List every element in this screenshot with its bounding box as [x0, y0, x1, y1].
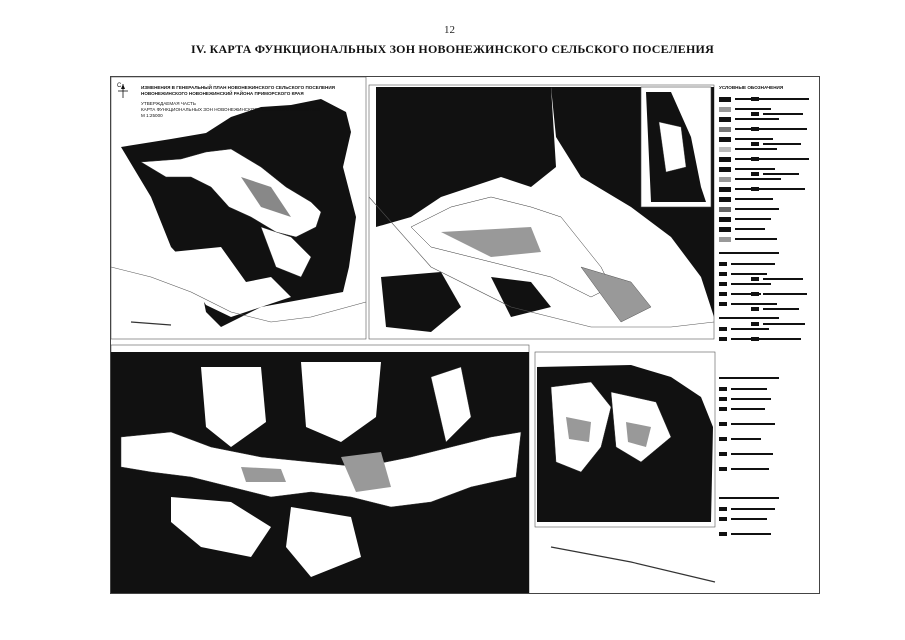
page-title: IV. КАРТА ФУНКЦИОНАЛЬНЫХ ЗОН НОВОНЕЖИНСК… [191, 42, 714, 56]
header-line-2: НОВОНЕЖИНСКОГО НОВОНЕЖИНСКИЙ РАЙОНА ПРИМ… [141, 91, 304, 96]
panel-village-north [368, 86, 715, 332]
panel-overview [111, 99, 367, 327]
header-sub-1: УТВЕРЖДАЕМАЯ ЧАСТЬ [141, 101, 196, 106]
panel-village-east [537, 365, 716, 583]
north-label: С [117, 83, 122, 89]
sheet-header: ИЗМЕНЕНИЯ В ГЕНЕРАЛЬНЫЙ ПЛАН НОВОНЕЖИНСК… [141, 85, 361, 119]
map-graphic [111, 77, 809, 593]
header-line-1: ИЗМЕНЕНИЯ В ГЕНЕРАЛЬНЫЙ ПЛАН НОВОНЕЖИНСК… [141, 85, 335, 90]
north-arrow-icon: С [117, 83, 128, 98]
header-sub-2: КАРТА ФУНКЦИОНАЛЬНЫХ ЗОН НОВОНЕЖИНСКОГО … [141, 107, 320, 112]
page-number: 12 [444, 24, 455, 36]
panel-village-main [111, 352, 529, 593]
legend-title: УСЛОВНЫЕ ОБОЗНАЧЕНИЯ [719, 85, 784, 90]
map-legend [719, 97, 809, 536]
header-sub-3: М 1:25000 [141, 113, 163, 118]
map-sheet[interactable]: С ИЗМЕНЕНИЯ В ГЕНЕРАЛЬНЫЙ ПЛАН НОВОНЕЖИН… [110, 76, 820, 594]
